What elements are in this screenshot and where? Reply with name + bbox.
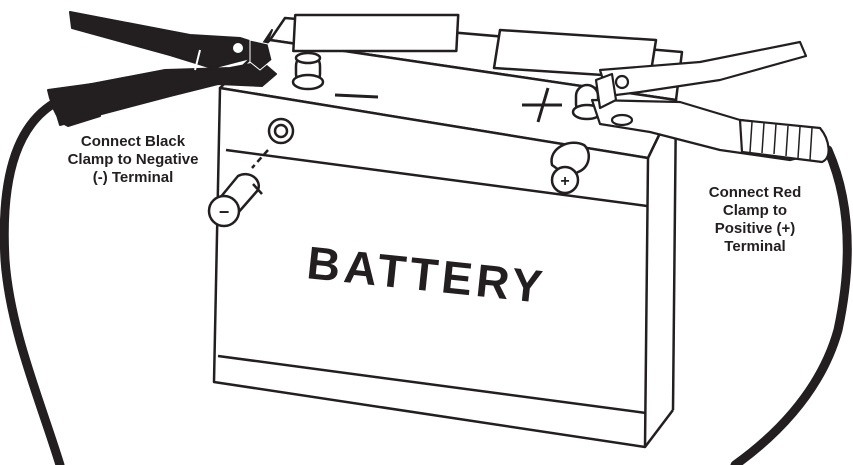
callout-red-line-1: Connect Red bbox=[690, 184, 820, 202]
callout-black-line-1: Connect Black bbox=[48, 133, 218, 151]
callout-red-clamp: Connect Red Clamp to Positive (+) Termin… bbox=[690, 184, 820, 256]
callout-black-clamp: Connect Black Clamp to Negative (-) Term… bbox=[48, 133, 218, 187]
front-positive-sign: + bbox=[560, 173, 569, 190]
callout-black-line-2: Clamp to Negative bbox=[48, 151, 218, 169]
callout-red-line-3: Positive (+) bbox=[690, 220, 820, 238]
callout-red-line-2: Clamp to bbox=[690, 202, 820, 220]
front-negative-sign: − bbox=[219, 202, 230, 222]
callout-red-line-4: Terminal bbox=[690, 238, 820, 256]
callout-black-line-3: (-) Terminal bbox=[48, 169, 218, 187]
